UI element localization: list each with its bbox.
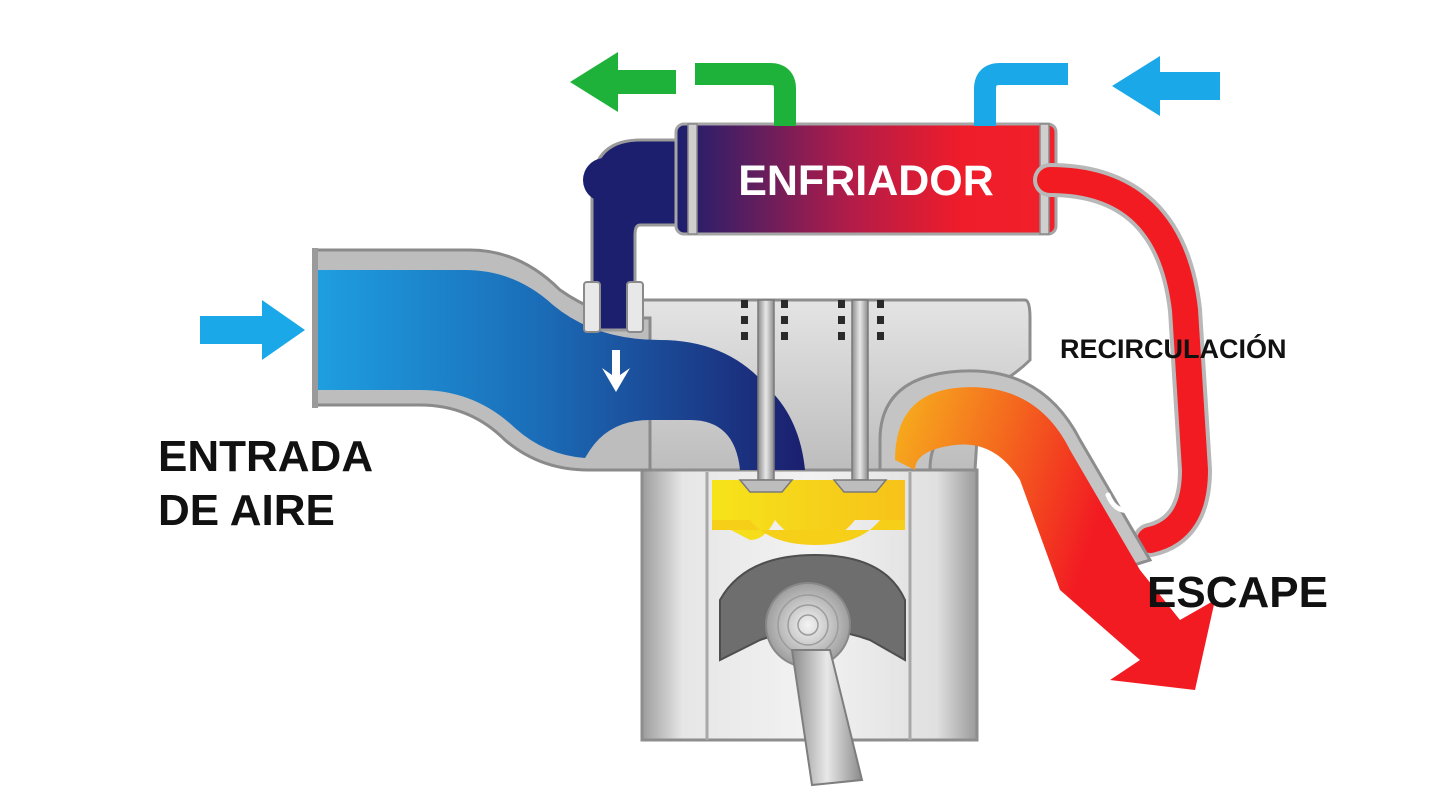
intake-pipe — [312, 248, 805, 472]
connecting-rod — [790, 649, 864, 787]
egr-return-pipe — [583, 138, 692, 333]
coolant-in-pipe — [974, 63, 1068, 126]
pipe-coupling — [583, 281, 601, 333]
cooler-label: ENFRIADOR — [738, 157, 994, 205]
coolant-out-pipe — [695, 63, 796, 126]
exhaust-valve — [832, 299, 888, 493]
exhaust-label: ESCAPE — [1147, 568, 1328, 617]
intake-label: ENTRADA DE AIRE — [158, 430, 373, 538]
intake-valve — [738, 299, 794, 493]
arrow-right-icon — [200, 300, 305, 360]
recirculation-pipe — [1033, 163, 1213, 557]
recirculation-label: RECIRCULACIÓN — [1060, 334, 1287, 364]
combustion-chamber — [712, 480, 905, 545]
arrow-curve-icon — [1105, 492, 1160, 516]
egr-cooler: ENFRIADOR — [674, 122, 1058, 236]
head-cooling-slots — [741, 300, 884, 340]
piston-assembly — [719, 553, 906, 787]
arrow-down-icon — [602, 350, 630, 392]
exhaust-pipe — [878, 369, 1215, 690]
arrow-left-icon — [1112, 56, 1220, 116]
intake-label-line1: ENTRADA — [158, 432, 374, 481]
pipe-coupling — [626, 281, 644, 333]
intake-label-line2: DE AIRE — [158, 486, 335, 535]
arrow-left-icon — [570, 52, 676, 112]
